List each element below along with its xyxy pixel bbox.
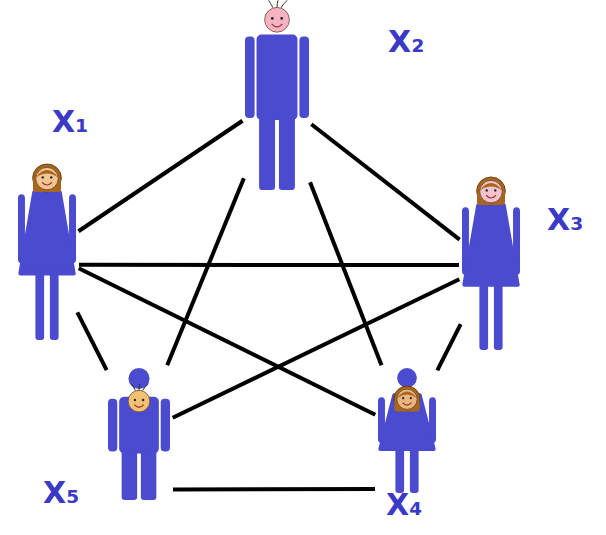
person-label: X₂ xyxy=(388,25,424,58)
connector-line xyxy=(79,263,459,267)
person-label: X₅ xyxy=(43,476,79,509)
connector-line xyxy=(311,124,459,239)
connector-line xyxy=(78,121,242,232)
person-label: X₄ xyxy=(386,488,422,521)
person-illustration xyxy=(18,165,76,340)
man-figure: X₂ xyxy=(245,5,309,190)
connector-line xyxy=(173,487,375,491)
person-label: X₁ xyxy=(52,105,88,138)
woman-figure: X₄ xyxy=(378,368,436,493)
person-illustration xyxy=(108,368,170,500)
man-figure: X₅ xyxy=(108,368,170,500)
person-illustration xyxy=(462,178,520,350)
connector-line xyxy=(437,324,460,370)
connector-line xyxy=(310,182,381,365)
connector-line xyxy=(173,279,460,417)
woman-figure: X₁ xyxy=(18,165,76,340)
person-illustration xyxy=(245,5,309,190)
person-label: X₃ xyxy=(547,203,583,236)
person-illustration xyxy=(378,368,436,493)
connector-line xyxy=(167,178,244,365)
woman-figure: X₃ xyxy=(462,178,520,350)
connector-line xyxy=(77,312,106,370)
